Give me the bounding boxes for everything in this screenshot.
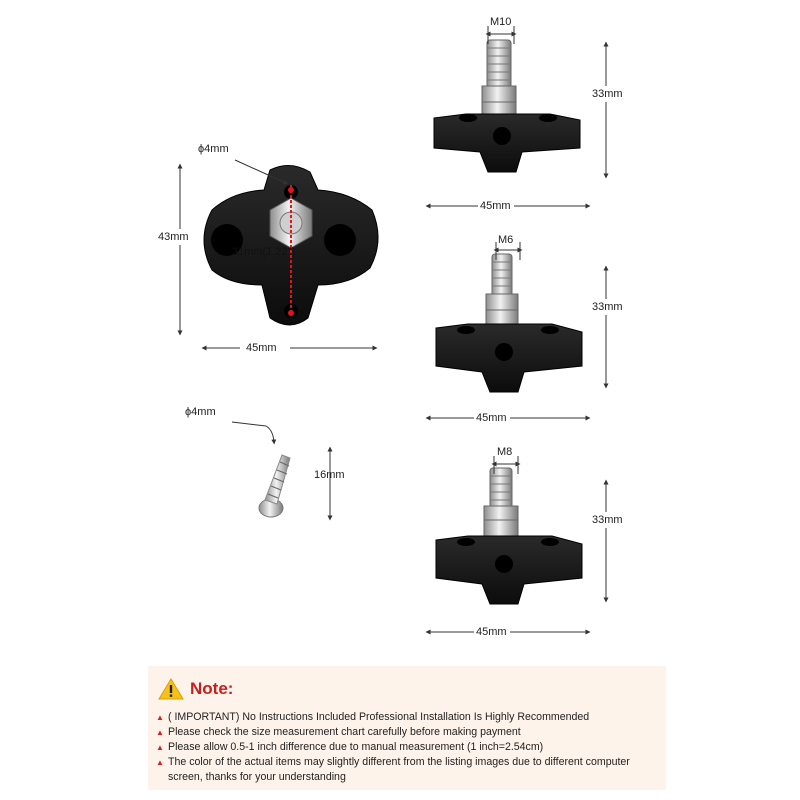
note-list: ▲ ( IMPORTANT) No Instructions Included P… [156,710,661,785]
note-header: Note: [158,678,233,700]
screw [258,454,291,518]
note-item-text: Please allow 0.5-1 inch difference due t… [168,741,544,753]
note-title: Note: [190,679,234,698]
mount-hole-right [324,224,356,256]
m10-height-label: 33mm [592,88,623,100]
red-triangle-icon: ▲ [156,728,164,737]
m6-width-label: 45mm [476,412,507,424]
top-view-block [203,165,379,326]
m10-width-label: 45mm [480,200,511,212]
post-m8 [435,467,583,605]
post-m6 [435,253,583,393]
m6-thread-label: M6 [498,234,514,246]
top-view-width-label: 45mm [246,342,277,354]
mount-hole-left [211,224,243,256]
red-triangle-icon: ▲ [156,758,164,767]
m6-height-label: 33mm [592,301,623,313]
screw-diameter-label: ϕ4mm [185,406,216,418]
note-panel: Note: ▲ ( IMPORTANT) No Instructions Incl… [148,666,666,790]
m10-thread-label: M10 [490,16,512,28]
note-item: ▲ Please allow 0.5-1 inch difference due … [156,740,661,755]
top-view-spacing-label: 31mm(1.22") [232,246,296,258]
note-item: ▲ The color of the actual items may sligh… [156,755,661,785]
screw-length-label: 16mm [314,469,345,481]
m8-width-label: 45mm [476,626,507,638]
m8-height-label: 33mm [592,514,623,526]
m8-thread-label: M8 [497,446,513,458]
warning-icon [158,678,184,700]
top-view-hole-label: ϕ4mm [198,143,229,155]
red-triangle-icon: ▲ [156,713,164,722]
note-item: ▲ Please check the size measurement chart… [156,725,661,740]
post-m10 [433,39,581,173]
top-view-height-label: 43mm [158,231,189,243]
note-item-text: Please check the size measurement chart … [168,726,521,738]
note-item-text: The color of the actual items may slight… [168,756,630,783]
note-item-text: ( IMPORTANT) No Instructions Included Pr… [168,711,590,723]
product-illustration [177,26,609,635]
note-item: ▲ ( IMPORTANT) No Instructions Included P… [156,710,661,725]
red-triangle-icon: ▲ [156,743,164,752]
